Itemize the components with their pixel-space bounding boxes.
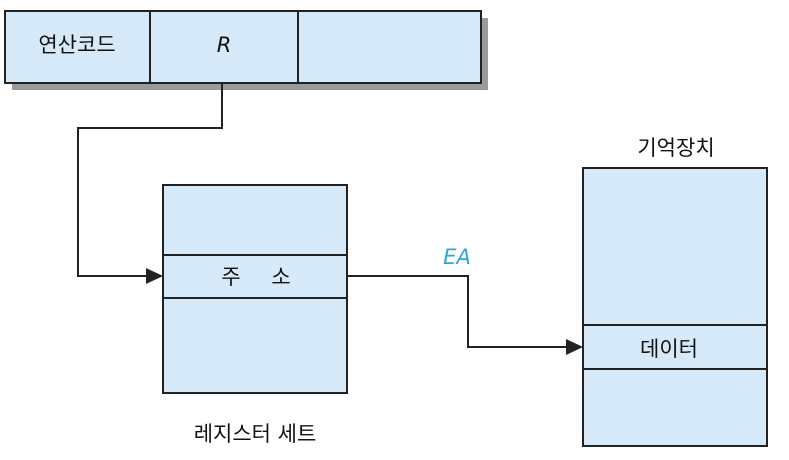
data-cell-label: 데이터 xyxy=(640,337,698,361)
register-set: 주 소 레지스터 세트 xyxy=(162,184,348,446)
memory-title: 기억장치 xyxy=(637,136,714,160)
memory: 기억장치 데이터 xyxy=(582,136,768,447)
effective-address-line xyxy=(347,275,568,348)
instruction-box xyxy=(4,10,482,84)
register-set-caption: 레지스터 세트 xyxy=(194,422,317,446)
opcode-field-label: 연산코드 xyxy=(38,33,115,57)
effective-address-label: EA xyxy=(443,245,471,269)
address-register-label: 주 소 xyxy=(221,265,302,289)
effective-address-arrowhead xyxy=(566,339,583,355)
register-pointer-line xyxy=(77,83,223,277)
instruction-format: 연산코드 R xyxy=(4,10,488,90)
register-pointer-arrowhead xyxy=(146,268,163,284)
register-field-label: R xyxy=(217,33,232,57)
memory-box xyxy=(582,167,768,447)
register-set-box xyxy=(162,184,348,394)
